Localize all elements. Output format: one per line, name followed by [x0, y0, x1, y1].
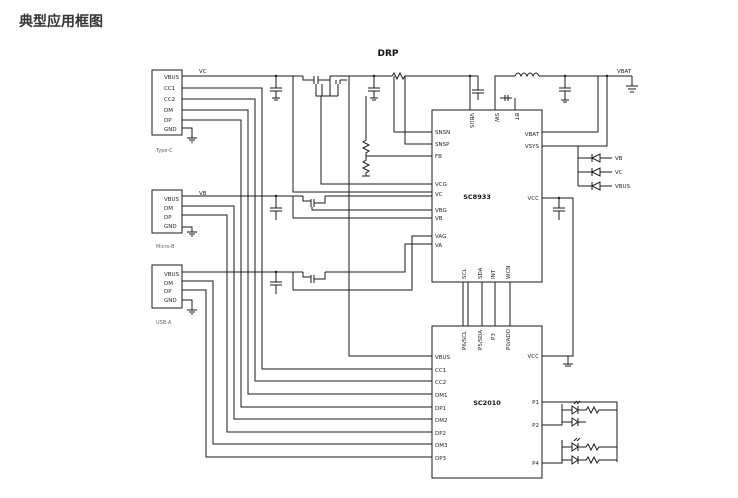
vcc-net — [542, 196, 574, 367]
sc2010-pin-p2: P2 — [532, 423, 539, 429]
sc8933-pin-vbus: VBUS — [468, 113, 474, 129]
sc8933-pin-va: VA — [435, 243, 442, 249]
net-label-vb: VB — [199, 191, 207, 197]
sc8933-pin-wcn: WCN — [506, 266, 512, 279]
sc8933-chip: SC8933 SNSN SNSP FB VCG VC VBG VB VAG VA… — [431, 109, 543, 283]
sc2010-pin-dm3: DM3 — [435, 443, 448, 449]
source-label-vc: VC — [615, 170, 623, 176]
usba-pin-dp: DP — [164, 289, 172, 295]
microb-pin-dp: DP — [164, 215, 172, 221]
sc8933-pin-snsn: SNSN — [435, 130, 450, 136]
usba-pin-vbus: VBUS — [164, 272, 180, 278]
sc8933-name: SC8933 — [463, 193, 491, 201]
sc8933-pin-bt: BT — [513, 113, 519, 121]
microb-connector: VBUS DM DP GND Micro-B — [151, 189, 183, 250]
sc8933-pin-vb: VB — [435, 216, 443, 222]
sc8933-pin-vsys: VSYS — [525, 144, 540, 150]
connector-ground-symbols — [182, 127, 197, 315]
typec-connector: VBUS CC1 CC2 DM DP GND Type-C — [151, 69, 183, 154]
sc2010-pin-p4: P4 — [532, 461, 539, 467]
page-heading: 典型应用框图 — [19, 14, 103, 30]
sc2010-pin-vcc: VCC — [528, 354, 540, 360]
sc2010-pin-dm1: DM1 — [435, 393, 447, 399]
diagram-title: DRP — [378, 49, 399, 59]
source-label-vbus: VBUS — [615, 184, 631, 190]
sc8933-pin-fb: FB — [435, 154, 442, 160]
sc2010-pin-p0ado: P0/ADO — [506, 328, 512, 350]
sc8933-pin-vcc: VCC — [528, 196, 540, 202]
chip-interconnect — [462, 282, 511, 326]
sc2010-pin-dp1: DP1 — [435, 406, 446, 412]
sc8933-pin-sw: SW — [493, 113, 499, 122]
typec-pin-cc1: CC1 — [164, 86, 175, 92]
source-label-vb: VB — [615, 156, 623, 162]
sc2010-pin-p1: P1 — [532, 400, 539, 406]
microb-pin-vbus: VBUS — [164, 197, 180, 203]
usba-caption: USB-A — [156, 320, 172, 326]
sc2010-name: SC2010 — [473, 399, 501, 407]
sc2010-chip: SC2010 VBUS CC1 CC2 DM1 DP1 DM2 DP2 DM3 … — [431, 325, 543, 479]
sc8933-pin-vag: VAG — [435, 234, 446, 240]
feedback-divider — [361, 96, 432, 177]
usba-pin-gnd: GND — [164, 298, 177, 304]
led-indicators — [542, 400, 618, 465]
sc8933-pin-sda: SDA — [478, 267, 484, 279]
sc2010-pin-cc1: CC1 — [435, 368, 446, 374]
vc-power-path — [182, 71, 484, 145]
microb-pin-gnd: GND — [164, 224, 177, 230]
sc2010-pin-dm2: DM2 — [435, 418, 447, 424]
sc2010-pin-p3: P3 — [491, 333, 497, 340]
typec-pin-cc2: CC2 — [164, 97, 175, 103]
typec-pin-vbus: VBUS — [164, 75, 180, 81]
typec-pin-dm: DM — [164, 108, 173, 114]
microb-caption: Micro-B — [156, 244, 175, 250]
usba-connector: VBUS DM DP GND USB-A — [151, 264, 183, 326]
sc8933-pin-vbg: VBG — [435, 208, 447, 214]
sc2010-pin-p5sda: P5/SDA — [478, 330, 484, 350]
sc2010-pin-cc2: CC2 — [435, 380, 446, 386]
sc8933-pin-vbat: VBAT — [525, 132, 540, 138]
net-label-vbat: VBAT — [617, 69, 632, 75]
microb-pin-dm: DM — [164, 206, 173, 212]
typec-pin-gnd: GND — [164, 127, 177, 133]
sc2010-pin-p6scl: P6/SCL — [462, 330, 468, 350]
net-label-vc: VC — [199, 69, 207, 75]
typec-caption: Type-C — [155, 148, 173, 154]
sc8933-pin-snsp: SNSP — [435, 142, 450, 148]
sc8933-pin-scl: SCL — [462, 268, 468, 279]
sc2010-pin-dp3: DP3 — [435, 456, 447, 462]
sc8933-pin-int: INT — [491, 269, 497, 279]
vbus-bus — [348, 76, 432, 357]
typec-pin-dp: DP — [164, 118, 172, 124]
sc8933-pin-vcg: VCG — [435, 182, 447, 188]
usba-pin-dm: DM — [164, 281, 173, 287]
sc2010-pin-vbus: VBUS — [435, 355, 451, 361]
sc8933-pin-vc: VC — [435, 192, 443, 198]
sc2010-pin-dp2: DP2 — [435, 431, 446, 437]
inductor-vbat-path — [494, 72, 638, 147]
source-diodes: VB VC VBUS — [577, 146, 631, 191]
data-lines — [182, 87, 432, 458]
gate-nets — [182, 76, 432, 294]
